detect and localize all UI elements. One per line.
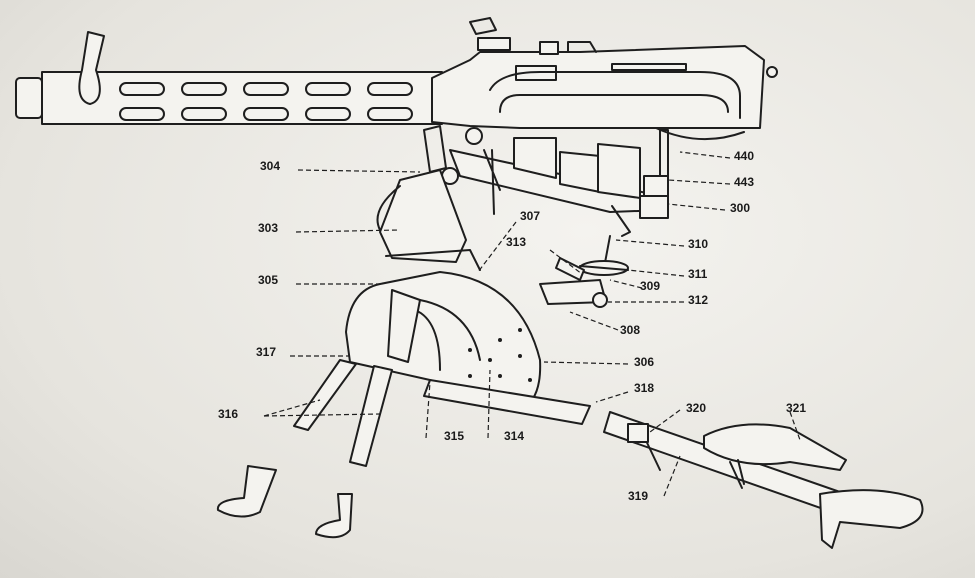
barrel-jacket bbox=[15, 71, 443, 125]
callout-label: 309 bbox=[640, 279, 660, 293]
traversing-dial bbox=[345, 271, 542, 411]
callout-label: 316 bbox=[218, 407, 238, 421]
elevating-mechanism bbox=[539, 235, 629, 308]
callout-label: 307 bbox=[520, 209, 540, 223]
receiver bbox=[431, 17, 778, 141]
callout-label: 311 bbox=[688, 267, 708, 281]
leader-lines bbox=[263, 151, 801, 497]
callout-label: 440 bbox=[734, 149, 754, 163]
cradle bbox=[423, 125, 669, 237]
front-legs bbox=[293, 359, 393, 467]
callout-label: 321 bbox=[786, 401, 806, 415]
callout-label: 320 bbox=[686, 401, 706, 415]
callout-label: 314 bbox=[504, 429, 524, 443]
callout-label: 312 bbox=[688, 293, 708, 307]
callout-label: 318 bbox=[634, 381, 654, 395]
callout-label: 306 bbox=[634, 355, 654, 369]
trail-leg bbox=[423, 379, 924, 549]
front-handle bbox=[78, 31, 105, 105]
callout-label: 300 bbox=[730, 201, 750, 215]
callout-labels: 304 303 305 317 316 315 314 307 313 309 … bbox=[218, 149, 806, 503]
callout-label: 317 bbox=[256, 345, 276, 359]
callout-label: 305 bbox=[258, 273, 278, 287]
callout-label: 310 bbox=[688, 237, 708, 251]
callout-label: 304 bbox=[260, 159, 280, 173]
leg-shoes bbox=[216, 465, 353, 539]
callout-label: 443 bbox=[734, 175, 754, 189]
callout-label: 319 bbox=[628, 489, 648, 503]
callout-label: 315 bbox=[444, 429, 464, 443]
callout-label: 303 bbox=[258, 221, 278, 235]
pintle bbox=[376, 169, 481, 271]
callout-label: 308 bbox=[620, 323, 640, 337]
callout-label: 313 bbox=[506, 235, 526, 249]
